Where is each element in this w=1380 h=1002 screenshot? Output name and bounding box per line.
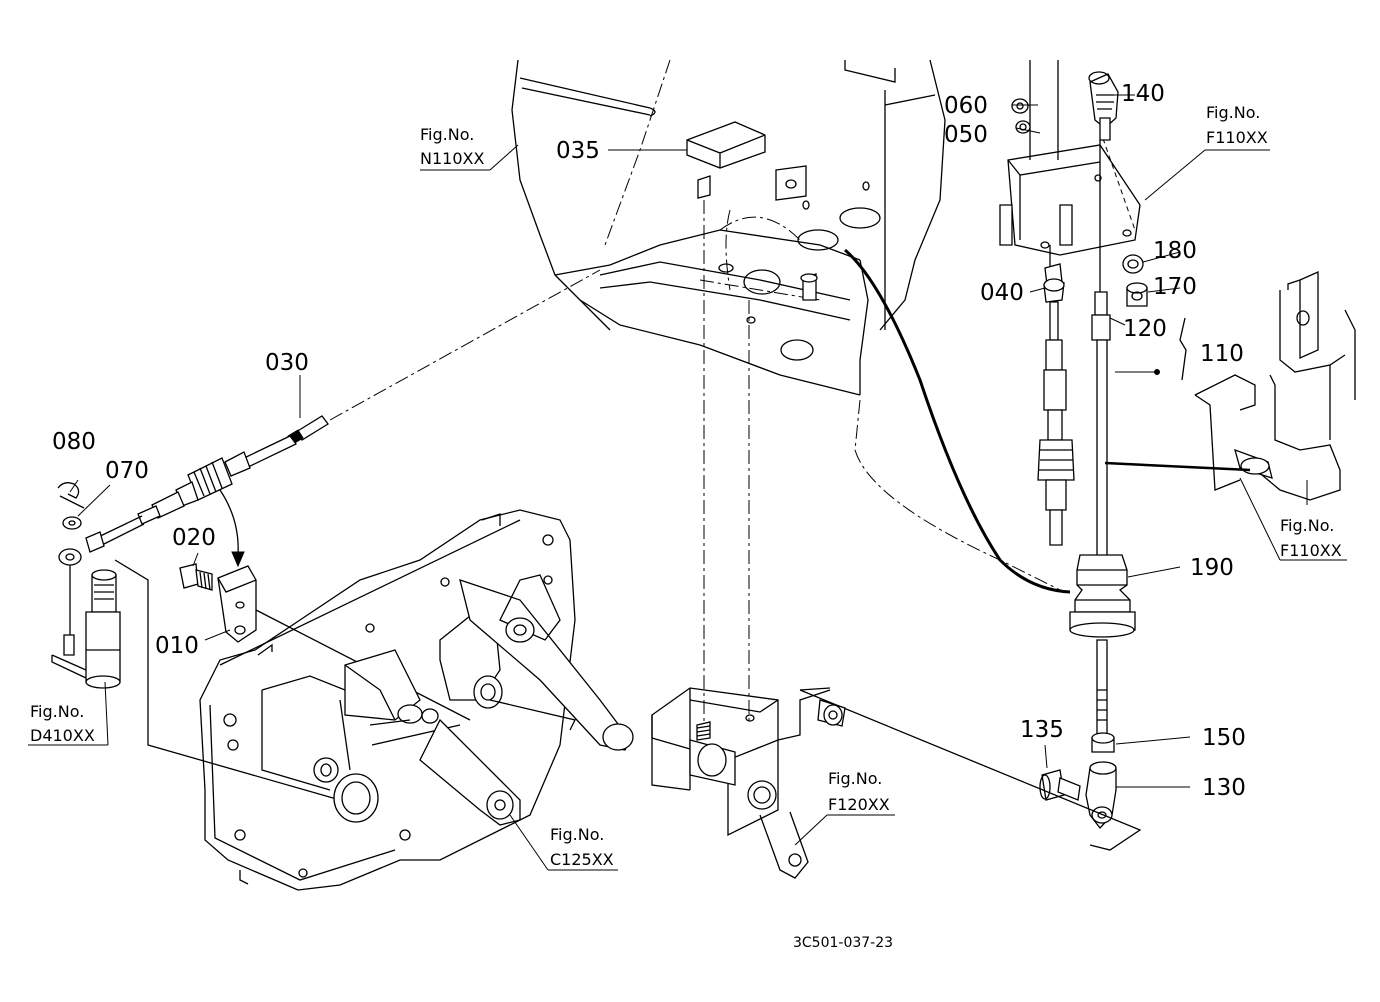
pin-135	[1039, 769, 1081, 801]
fig-ref-f110-top: F110XX	[1206, 128, 1268, 147]
washer-070	[62, 516, 82, 530]
fig-label-f110-top: Fig.No.	[1206, 103, 1260, 122]
washer-050	[1015, 120, 1031, 134]
bolt-020	[179, 563, 213, 591]
arrow-head	[231, 551, 245, 568]
callout-035: 035	[556, 138, 600, 164]
floor-plane	[799, 687, 831, 691]
callout-190: 190	[1190, 555, 1234, 581]
rod-end-130	[1085, 761, 1117, 830]
callout-040: 040	[980, 280, 1024, 306]
fig-label-d410: Fig.No.	[30, 702, 84, 721]
callout-050: 050	[944, 122, 988, 148]
fig-label-n110: Fig.No.	[420, 125, 474, 144]
shaft-assembly	[51, 569, 121, 689]
washer-180	[1122, 254, 1144, 274]
fig-ref-f120: F120XX	[828, 795, 890, 814]
callout-080: 080	[52, 429, 96, 455]
leader-lines	[28, 94, 1347, 871]
callout-140: 140	[1121, 81, 1165, 107]
callout-150: 150	[1202, 725, 1246, 751]
fig-ref-f110-right: F110XX	[1280, 541, 1342, 560]
control-cable-link	[1104, 461, 1251, 472]
callout-135: 135	[1020, 717, 1064, 743]
callout-070: 070	[105, 458, 149, 484]
callout-010: 010	[155, 633, 199, 659]
fig-ref-c125: C125XX	[550, 850, 614, 869]
fig-ref-d410: D410XX	[30, 726, 95, 745]
cable-030	[85, 269, 601, 553]
callout-120: 120	[1123, 316, 1167, 342]
control-cable	[844, 248, 1071, 594]
callout-020: 020	[172, 525, 216, 551]
reference-line	[114, 559, 341, 801]
nut-170	[1126, 282, 1148, 307]
rod-end-eye	[58, 548, 82, 640]
fig-label-f110-right: Fig.No.	[1280, 516, 1334, 535]
callout-110: 110	[1200, 341, 1244, 367]
right-bracket	[1194, 270, 1356, 501]
callout-180: 180	[1153, 238, 1197, 264]
floor-panel	[511, 59, 946, 396]
callout-130: 130	[1202, 775, 1246, 801]
nut-150	[1091, 732, 1115, 753]
fig-ref-n110: N110XX	[420, 149, 484, 168]
nut-060	[1011, 98, 1029, 114]
fig-label-f120: Fig.No.	[828, 769, 882, 788]
drawing-code: 3C501-037-23	[793, 935, 893, 951]
clip-080	[57, 482, 85, 509]
boot-190	[1069, 554, 1136, 736]
lever-plate-010	[217, 565, 257, 643]
upper-lever-bracket	[999, 60, 1141, 256]
callout-030: 030	[265, 350, 309, 376]
callout-170: 170	[1153, 274, 1197, 300]
callout-060: 060	[944, 93, 988, 119]
transmission-housing	[199, 509, 634, 891]
cable-end-040	[1037, 245, 1075, 546]
cable-route	[854, 399, 1061, 591]
floor-plane	[799, 689, 1142, 851]
fig-label-c125: Fig.No.	[550, 825, 604, 844]
assembly-arrow	[219, 489, 239, 556]
pedal-bracket	[651, 687, 846, 879]
rod-120-110	[1091, 140, 1187, 561]
rod-end-140	[1088, 71, 1119, 141]
